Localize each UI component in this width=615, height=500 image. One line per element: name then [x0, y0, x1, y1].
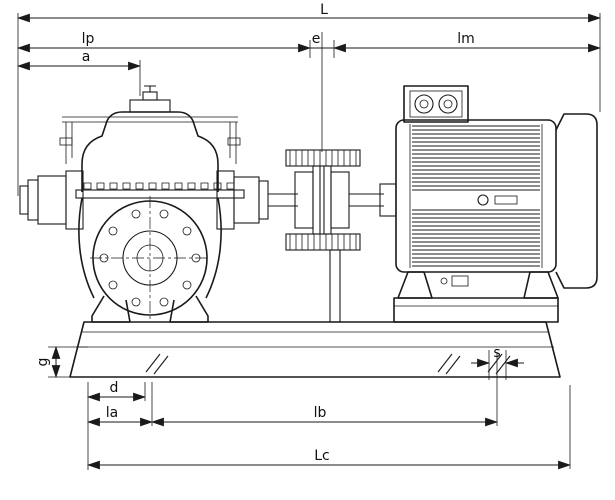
coupling-flange-left — [312, 165, 321, 235]
pump-flange-bolts — [83, 182, 235, 190]
pump-top-cap — [129, 99, 171, 113]
pump-top-piping — [62, 116, 238, 164]
motor-nameplate — [494, 195, 518, 205]
anchor-slot-middle — [437, 353, 461, 375]
cable-gland-left-bore — [419, 99, 429, 109]
bolt-hole — [131, 209, 141, 219]
pump-left-bearing-housing — [37, 175, 67, 225]
motor-shaft — [349, 193, 384, 207]
pump-split-flange — [75, 189, 245, 199]
dimension-label-g: g — [35, 358, 51, 367]
pump-vent-handle — [144, 85, 156, 92]
dimension-label-la: la — [106, 405, 118, 421]
bolt-hole — [182, 226, 192, 236]
dimension-Lc: Lc — [86, 385, 572, 470]
motor-terminal-box-inner — [409, 90, 463, 118]
guard-bottom-hatch — [289, 234, 357, 250]
motor-drain-plug — [440, 277, 448, 285]
coupling-flange-right — [323, 165, 332, 235]
pump-pipe-valve-right — [227, 137, 241, 146]
guard-top-hatch — [289, 150, 357, 166]
pump — [19, 85, 298, 323]
pump-casing-dome — [81, 111, 219, 192]
pump-vent-fitting — [142, 91, 158, 101]
guard-top-band — [285, 149, 361, 167]
coupling-hub-right — [330, 171, 350, 229]
dimension-g: g — [35, 345, 88, 379]
cable-gland-left — [414, 94, 434, 114]
motor — [379, 85, 598, 323]
motor-lifting-eye — [477, 194, 489, 206]
pump-right-disc — [258, 180, 269, 220]
pump-casing-side-left — [78, 197, 95, 299]
bolt-hole — [108, 280, 118, 290]
motor-cooling-fins — [412, 125, 540, 267]
dimension-lp: lp — [16, 31, 312, 58]
dimension-label-lm: lm — [457, 31, 475, 47]
cable-gland-right — [438, 94, 458, 114]
pump-pipe-valve-left — [59, 137, 73, 146]
dimension-label-lp: lp — [82, 31, 95, 47]
pump-foot-right — [169, 295, 209, 323]
coupling-guard — [285, 149, 384, 323]
dimension-label-e: e — [312, 31, 321, 47]
dimension-la: la — [86, 382, 154, 427]
dimensions: L lp e lm a g — [16, 2, 602, 470]
pump-left-end-flange — [19, 185, 29, 215]
dimension-label-s: s — [493, 345, 500, 361]
coupling-hub-left — [294, 171, 314, 229]
pump-right-gland — [216, 170, 235, 230]
dimension-label-Lc: Lc — [314, 448, 330, 464]
baseplate-outline — [69, 321, 561, 378]
guard-support — [329, 249, 341, 323]
motor-foot-left — [397, 271, 433, 299]
motor-body — [395, 119, 557, 273]
dimension-label-a: a — [82, 49, 91, 65]
dimension-lm: lm — [332, 31, 602, 53]
guard-bottom-band — [285, 233, 361, 251]
pump-left-gland — [65, 170, 84, 230]
motor-terminal-box — [403, 85, 469, 123]
dimension-s: s — [471, 345, 524, 380]
pump-right-bearing-housing — [233, 176, 260, 224]
dimension-label-d: d — [110, 380, 119, 396]
bolt-hole — [131, 297, 141, 307]
pump-foot-left — [91, 295, 131, 323]
baseplate — [69, 321, 561, 378]
cable-gland-right-bore — [443, 99, 453, 109]
dimension-label-lb: lb — [314, 405, 327, 421]
motor-riser-block — [393, 297, 559, 323]
bolt-hole — [159, 297, 169, 307]
anchor-slot-left — [145, 353, 169, 375]
dimension-a: a — [16, 49, 142, 96]
bolt-hole — [182, 280, 192, 290]
motor-fan-cover — [555, 113, 598, 289]
bolt-hole — [159, 209, 169, 219]
bolt-hole — [108, 226, 118, 236]
pump-casing-side-right — [205, 197, 222, 299]
motor-foot-right — [523, 271, 559, 299]
pump-shaft — [268, 193, 298, 207]
dimension-lb: lb — [150, 352, 499, 427]
pump-left-disc — [27, 179, 39, 221]
motor-bearing-cap — [379, 183, 397, 217]
dimension-d: d — [86, 380, 147, 470]
dimension-e: e — [310, 31, 335, 152]
motor-drain-detail — [451, 275, 469, 287]
dimension-L: L — [16, 2, 602, 196]
dimension-label-L: L — [320, 2, 328, 18]
